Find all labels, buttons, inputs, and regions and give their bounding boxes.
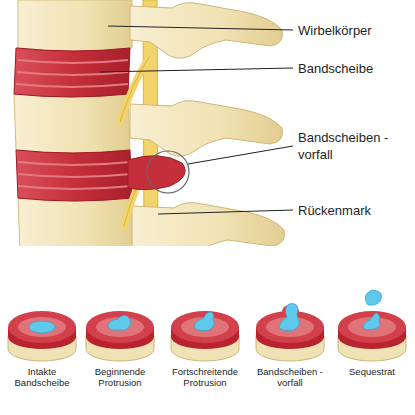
spine-drawing bbox=[14, 0, 285, 246]
stage-caption: Intakte Bandscheibe bbox=[3, 366, 81, 388]
highlight-circle bbox=[147, 151, 189, 193]
stage-caption: Bandscheiben - vorfall bbox=[251, 366, 329, 388]
disc-top bbox=[171, 311, 239, 343]
nerve-root bbox=[120, 56, 150, 122]
part-label: Wirbelkörper bbox=[298, 22, 410, 39]
disc-stage bbox=[86, 311, 154, 361]
nerve-root bbox=[120, 56, 150, 122]
leader-line bbox=[100, 68, 293, 72]
stage-caption: Fortschreitende Protrusion bbox=[165, 366, 245, 388]
stage-caption: Sequestrat bbox=[336, 366, 408, 377]
sequestrum bbox=[365, 290, 381, 305]
part-label: Rückenmark bbox=[298, 202, 410, 219]
herniation bbox=[128, 156, 185, 190]
disc-nucleus bbox=[194, 312, 214, 331]
disc-stage bbox=[171, 311, 239, 361]
vertebral-process bbox=[130, 101, 283, 157]
vertebral-body bbox=[18, 198, 134, 246]
disc-top bbox=[8, 311, 76, 343]
leader-lines bbox=[100, 26, 293, 214]
disc-nucleus bbox=[363, 313, 380, 330]
disc-nucleus bbox=[29, 321, 55, 333]
vertebral-body bbox=[14, 94, 130, 153]
disc-stage bbox=[8, 311, 76, 361]
part-label: Bandscheibe bbox=[298, 60, 410, 77]
leader-line bbox=[188, 146, 293, 164]
disc-ring bbox=[18, 317, 66, 337]
disc-stage bbox=[338, 290, 406, 361]
stage-caption: Beginnende Protrusion bbox=[81, 366, 159, 388]
disc-top bbox=[86, 311, 154, 343]
leader-line bbox=[158, 210, 293, 214]
disc-fibres bbox=[16, 60, 128, 87]
vertebral-process bbox=[130, 3, 283, 59]
disc-nucleus bbox=[108, 315, 131, 330]
disc-top bbox=[338, 311, 406, 343]
disc-stage bbox=[256, 304, 324, 361]
vertebral-body bbox=[18, 0, 132, 51]
disc-fibres bbox=[18, 162, 131, 189]
part-label: Bandscheiben - vorfall bbox=[298, 129, 403, 163]
leader-line bbox=[108, 26, 293, 30]
vertebral-process bbox=[132, 203, 285, 246]
disc bbox=[14, 48, 130, 97]
disc bbox=[16, 150, 132, 201]
disc-nucleus bbox=[279, 304, 299, 331]
